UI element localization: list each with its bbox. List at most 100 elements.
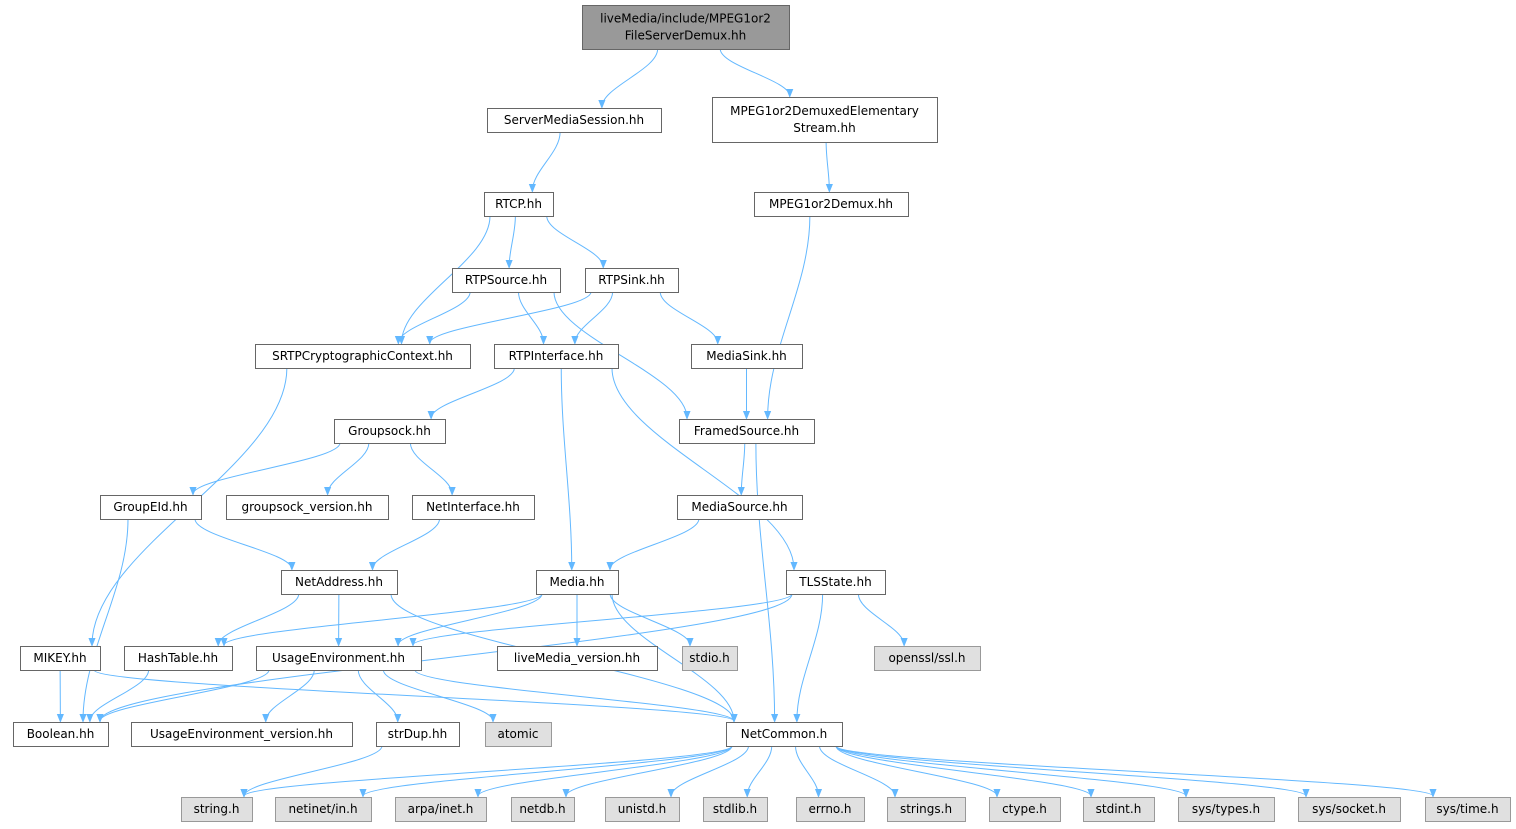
- node-boolean[interactable]: Boolean.hh: [13, 722, 109, 747]
- node-gsver[interactable]: groupsock_version.hh: [226, 495, 389, 520]
- node-ctype[interactable]: ctype.h: [989, 797, 1061, 822]
- edge-rtcp-to-rtpsource: [509, 215, 516, 267]
- node-box: [484, 192, 554, 217]
- node-netaddr[interactable]: NetAddress.hh: [281, 570, 398, 595]
- node-groupeid[interactable]: GroupEId.hh: [100, 495, 202, 520]
- node-mediasink[interactable]: MediaSink.hh: [691, 344, 803, 369]
- edge-netcommon-to-stdlib: [747, 745, 773, 796]
- node-label: FramedSource.hh: [694, 424, 799, 438]
- node-box: [726, 722, 843, 747]
- node-openssl[interactable]: openssl/ssl.h: [874, 646, 981, 671]
- node-framed[interactable]: FramedSource.hh: [679, 419, 815, 444]
- node-uever[interactable]: UsageEnvironment_version.hh: [131, 722, 353, 747]
- node-netif[interactable]: NetInterface.hh: [412, 495, 535, 520]
- node-box: [682, 646, 738, 671]
- node-label: stdlib.h: [713, 802, 757, 816]
- node-groupsock[interactable]: Groupsock.hh: [334, 419, 446, 444]
- node-stdio[interactable]: stdio.h: [682, 646, 738, 671]
- node-label: unistd.h: [618, 802, 667, 816]
- node-box: [989, 797, 1061, 822]
- edge-mediasource-to-media: [610, 518, 700, 569]
- node-usageenv[interactable]: UsageEnvironment.hh: [256, 646, 422, 671]
- node-systypes[interactable]: sys/types.h: [1178, 797, 1275, 822]
- node-netdb[interactable]: netdb.h: [511, 797, 575, 822]
- node-box: [100, 495, 202, 520]
- node-sms[interactable]: ServerMediaSession.hh: [487, 108, 662, 133]
- edge-netaddr-to-hashtable: [218, 593, 300, 645]
- edge-mikey-to-netcommon: [93, 669, 734, 721]
- node-box: [376, 722, 460, 747]
- node-box: [256, 646, 422, 671]
- edge-netcommon-to-unistd: [671, 745, 749, 796]
- node-box: [275, 797, 372, 822]
- edge-tls-to-openssl: [857, 593, 904, 645]
- node-label: stdint.h: [1096, 802, 1142, 816]
- node-label: stdio.h: [689, 651, 729, 665]
- node-label: strDup.hh: [388, 727, 447, 741]
- node-hashtable[interactable]: HashTable.hh: [124, 646, 233, 671]
- node-label: HashTable.hh: [138, 651, 218, 665]
- node-box: [281, 570, 398, 595]
- node-unistd[interactable]: unistd.h: [605, 797, 680, 822]
- node-string[interactable]: string.h: [181, 797, 253, 822]
- node-label: NetInterface.hh: [426, 500, 520, 514]
- node-label: RTPInterface.hh: [509, 349, 604, 363]
- node-box: [796, 797, 865, 822]
- node-label: MediaSource.hh: [691, 500, 787, 514]
- node-netcommon[interactable]: NetCommon.h: [726, 722, 843, 747]
- node-label: SRTPCryptographicContext.hh: [272, 349, 453, 363]
- node-box: [13, 722, 109, 747]
- node-systime[interactable]: sys/time.h: [1425, 797, 1511, 822]
- node-lmver[interactable]: liveMedia_version.hh: [497, 646, 658, 671]
- node-stdint[interactable]: stdint.h: [1083, 797, 1155, 822]
- node-box: [124, 646, 233, 671]
- edge-sms-to-rtcp: [532, 131, 561, 191]
- node-media[interactable]: Media.hh: [536, 570, 619, 595]
- node-netinet[interactable]: netinet/in.h: [275, 797, 372, 822]
- node-label: arpa/inet.h: [408, 802, 474, 816]
- node-label: sys/types.h: [1192, 802, 1260, 816]
- edge-mdes-to-mdemux: [826, 141, 829, 191]
- node-atomic[interactable]: atomic: [485, 722, 552, 747]
- node-mikey[interactable]: MIKEY.hh: [20, 646, 101, 671]
- node-box: [605, 797, 680, 822]
- node-label: ctype.h: [1002, 802, 1047, 816]
- node-srtp[interactable]: SRTPCryptographicContext.hh: [255, 344, 471, 369]
- node-syssocket[interactable]: sys/socket.h: [1298, 797, 1401, 822]
- node-box: [585, 268, 679, 293]
- node-stdlib[interactable]: stdlib.h: [703, 797, 768, 822]
- edge-rtpsink-to-srtp: [430, 291, 592, 343]
- edge-groupsock-to-netif: [409, 442, 452, 494]
- edge-netcommon-to-ctype: [835, 745, 997, 796]
- node-box: [712, 97, 938, 143]
- node-rtpsource[interactable]: RTPSource.hh: [452, 268, 561, 293]
- node-box: [691, 344, 803, 369]
- edge-groupsock-to-groupeid: [193, 442, 341, 494]
- node-rtcp[interactable]: RTCP.hh: [484, 192, 554, 217]
- node-strings[interactable]: strings.h: [887, 797, 966, 822]
- edge-rtpif-to-tls: [611, 367, 794, 569]
- node-mediasource[interactable]: MediaSource.hh: [677, 495, 803, 520]
- node-box: [1083, 797, 1155, 822]
- edge-groupeid-to-boolean: [83, 518, 129, 721]
- edge-media-to-stdio: [609, 593, 690, 645]
- edge-rtpif-to-media: [560, 367, 572, 569]
- node-rtpsink[interactable]: RTPSink.hh: [585, 268, 679, 293]
- node-box: [677, 495, 803, 520]
- node-box: [1178, 797, 1275, 822]
- node-label: GroupEId.hh: [113, 500, 187, 514]
- node-rtpif[interactable]: RTPInterface.hh: [494, 344, 619, 369]
- edge-rtpsink-to-rtpif: [575, 291, 614, 343]
- node-mdemux[interactable]: MPEG1or2Demux.hh: [754, 192, 909, 217]
- node-label: errno.h: [809, 802, 852, 816]
- node-tls[interactable]: TLSState.hh: [786, 570, 886, 595]
- edge-netif-to-netaddr: [373, 518, 440, 569]
- node-box: [487, 108, 662, 133]
- node-strdup[interactable]: strDup.hh: [376, 722, 460, 747]
- node-arpa[interactable]: arpa/inet.h: [395, 797, 487, 822]
- node-box: [412, 495, 535, 520]
- node-label: MIKEY.hh: [33, 651, 86, 665]
- node-errno[interactable]: errno.h: [796, 797, 865, 822]
- node-root[interactable]: liveMedia/include/MPEG1or2FileServerDemu…: [582, 5, 790, 50]
